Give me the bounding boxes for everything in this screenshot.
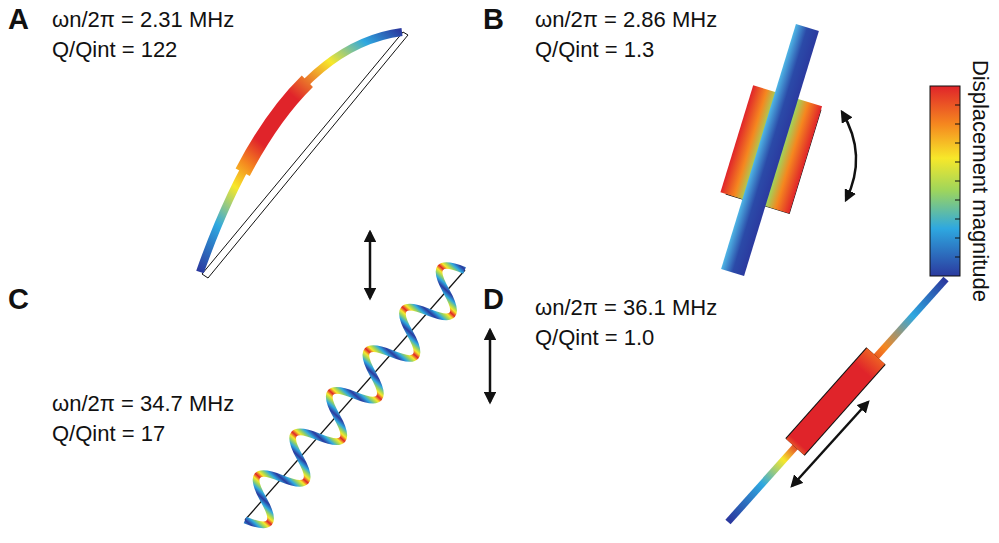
quality-ratio: Q/Qint = 17 [52,422,165,446]
quality-ratio: Q/Qint = 122 [52,38,177,62]
quality-ratio: Q/Qint = 1.3 [535,38,654,62]
flexural-mode [200,32,408,298]
colorbar-title: Displacement magnitude [968,60,992,302]
panel-letter: A [8,4,29,36]
panel-letter: D [483,284,504,316]
panel-letter: C [8,284,29,316]
frequency-value: ωn/2π = 36.1 MHz [535,296,717,320]
longitudinal-mode [728,279,946,522]
frequency-value: ωn/2π = 34.7 MHz [52,392,234,416]
colorbar [930,86,960,276]
frequency-value: ωn/2π = 2.31 MHz [52,8,234,32]
torsional-mode [699,17,856,283]
frequency-value: ωn/2π = 2.86 MHz [535,8,717,32]
panel-letter: B [483,4,504,36]
higher-order-mode [245,266,490,525]
quality-ratio: Q/Qint = 1.0 [535,326,654,350]
